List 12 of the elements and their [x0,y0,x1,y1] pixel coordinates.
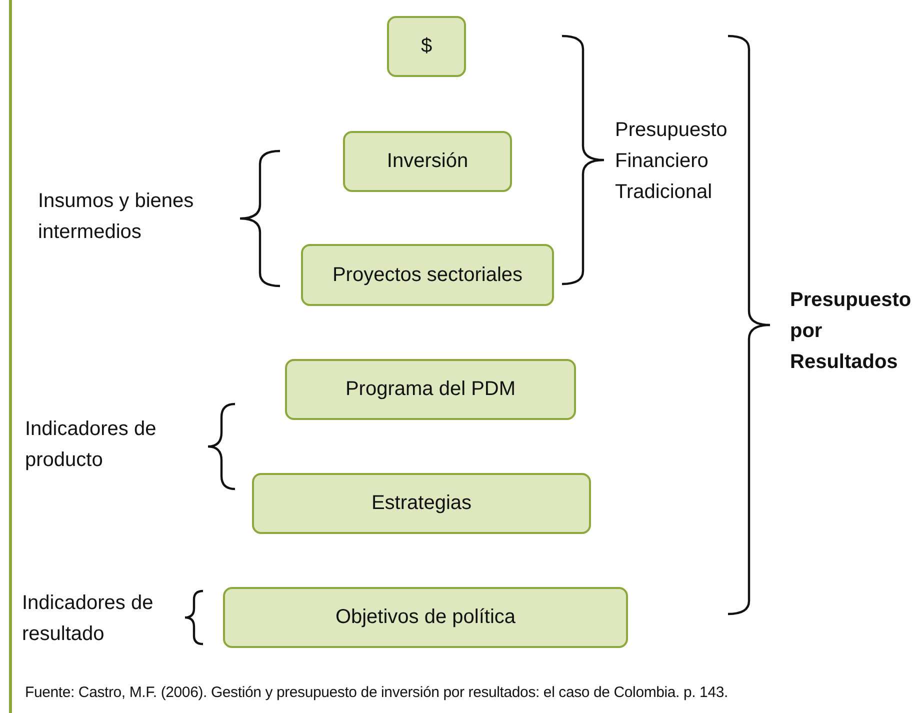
process-box: $ [387,16,466,77]
process-box: Estrategias [252,473,591,534]
brace-label: Presupuesto Financiero Tradicional [615,118,728,205]
brace-label: Insumos y bienes intermedios [38,189,195,245]
source-caption: Fuente: Castro, M.F. (2006). Gestión y presupuesto de inversión por resultados: el caso de Colombia. p. 143. [25,684,728,701]
process-box: Programa del PDM [285,359,576,420]
brace-label: Presupuesto por Resultados [790,288,912,375]
process-box: Inversión [343,131,512,192]
brace-label: Indicadores de producto [25,417,158,473]
process-box: Proyectos sectoriales [301,244,554,306]
process-box: Objetivos de política [223,587,628,648]
brace-label: Indicadores de resultado [22,591,154,647]
